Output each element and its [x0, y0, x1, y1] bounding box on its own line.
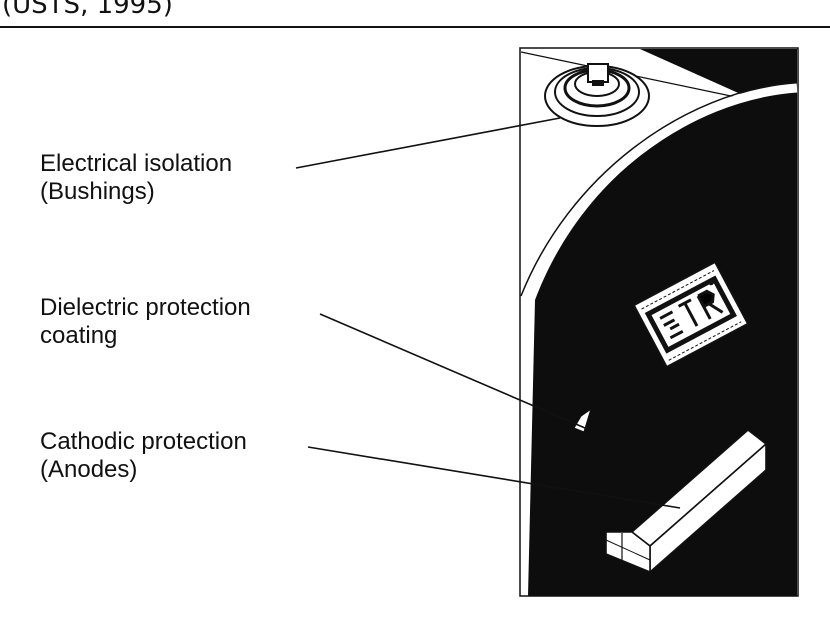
tank-rim-outline	[520, 81, 798, 297]
anode-icon	[605, 428, 768, 574]
label-cathodic-line1: Cathodic protection	[40, 428, 247, 455]
header-rule	[0, 26, 830, 28]
label-dielectric-line1: Dielectric protection	[40, 294, 251, 321]
label-dielectric-line2: coating	[40, 322, 118, 349]
leader-line-electrical	[295, 117, 561, 169]
label-cathodic-line2: (Anodes)	[40, 456, 138, 483]
label-dielectric-coating: Dielectric protection coating	[40, 294, 251, 350]
header-caption: (USTS, 1995)	[2, 0, 173, 20]
leader-line-dielectric	[319, 313, 586, 429]
label-electrical-isolation: Electrical isolation (Bushings)	[40, 150, 232, 206]
label-cathodic-protection: Cathodic protection (Anodes)	[40, 428, 247, 484]
tank-rim	[523, 83, 798, 300]
leader-line-cathodic	[307, 446, 681, 509]
label-electrical-line1: Electrical isolation	[40, 150, 233, 177]
bushing-icon	[544, 63, 650, 127]
sti-p3-logo-icon	[632, 260, 750, 369]
tank-top-band	[640, 49, 797, 96]
label-electrical-line2: (Bushings)	[40, 178, 155, 205]
